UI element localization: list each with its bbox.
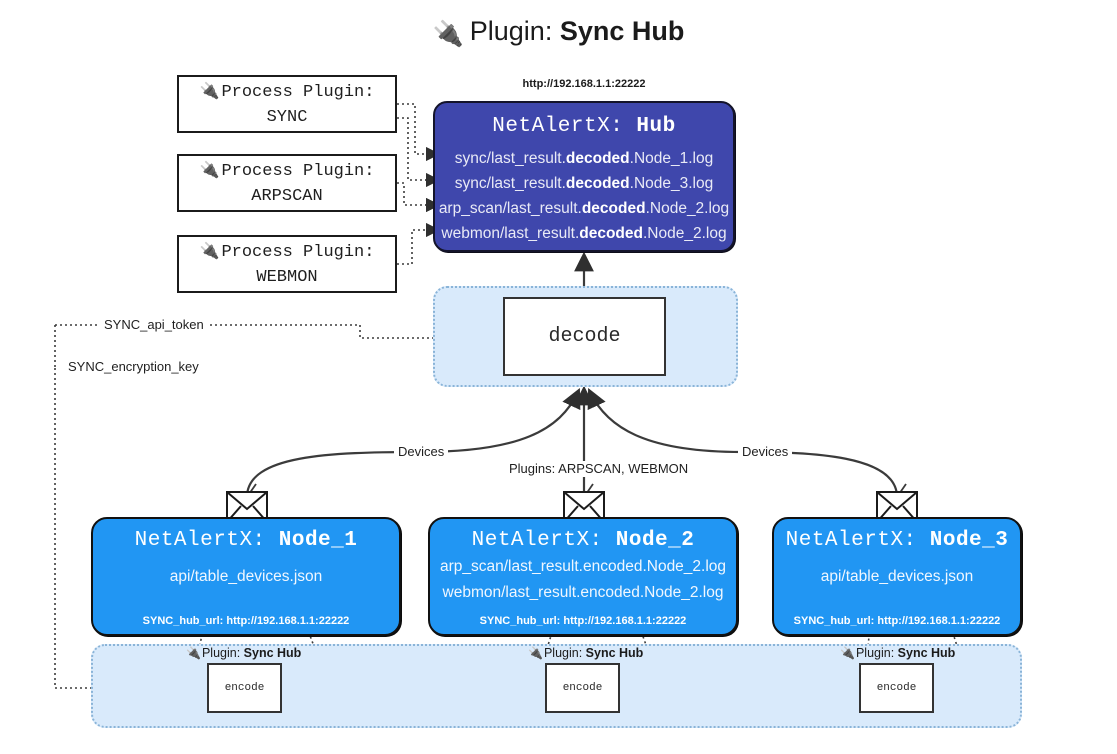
node-box-node-1[interactable]: NetAlertX: Node_1 api/table_devices.json… — [91, 517, 401, 636]
hub-log-line: webmon/last_result.decoded.Node_2.log — [441, 225, 727, 242]
hub-title: NetAlertX: Hub — [492, 115, 676, 138]
hub-log-line: arp_scan/last_result.decoded.Node_2.log — [438, 200, 730, 217]
encode-box-node-1[interactable]: encode — [207, 663, 282, 713]
edge-label-devices-left: Devices — [394, 444, 449, 460]
edge-label-devices-right: Devices — [738, 444, 793, 460]
decode-box[interactable]: decode — [503, 297, 666, 376]
edge-label-plugins-center: Plugins: ARPSCAN, WEBMON — [505, 461, 693, 477]
node-box-node-3[interactable]: NetAlertX: Node_3 api/table_devices.json… — [772, 517, 1022, 636]
hub-log-line: sync/last_result.decoded.Node_1.log — [454, 150, 714, 167]
secret-label-api-token: SYNC_api_token — [100, 317, 208, 333]
process-plugin-label: Process Plugin: — [221, 243, 375, 262]
plug-icon: 🔌 — [528, 646, 543, 660]
encoder-caption: 🔌Plugin: Sync Hub — [840, 646, 956, 660]
encoder-caption: 🔌Plugin: Sync Hub — [528, 646, 644, 660]
plug-icon: 🔌 — [432, 20, 464, 48]
process-plugin-name: SYNC — [266, 108, 308, 127]
process-plugin-name: ARPSCAN — [251, 187, 323, 206]
page-title-prefix: Plugin: — [469, 16, 560, 46]
node-footer: SYNC_hub_url: http://192.168.1.1:22222 — [793, 615, 1001, 627]
plug-icon: 🔌 — [186, 646, 201, 660]
hub-box[interactable]: NetAlertX: Hub sync/last_result.decoded.… — [433, 101, 735, 252]
plug-icon: 🔌 — [199, 241, 220, 260]
encoder-caption: 🔌Plugin: Sync Hub — [186, 646, 302, 660]
process-plugin-arpscan[interactable]: 🔌Process Plugin: ARPSCAN — [177, 154, 397, 212]
page-title-name: Sync Hub — [559, 16, 685, 46]
hub-url-label: http://192.168.1.1:22222 — [522, 78, 646, 90]
encode-label: encode — [562, 682, 603, 694]
node-box-node-2[interactable]: NetAlertX: Node_2 arp_scan/last_result.e… — [428, 517, 738, 636]
encode-box-node-3[interactable]: encode — [859, 663, 934, 713]
hub-log-line: sync/last_result.decoded.Node_3.log — [454, 175, 714, 192]
node-line: api/table_devices.json — [169, 568, 323, 585]
node-line: webmon/last_result.encoded.Node_2.log — [442, 584, 724, 601]
node-footer: SYNC_hub_url: http://192.168.1.1:22222 — [479, 615, 687, 627]
process-plugin-webmon[interactable]: 🔌Process Plugin: WEBMON — [177, 235, 397, 293]
node-footer: SYNC_hub_url: http://192.168.1.1:22222 — [142, 615, 350, 627]
encode-label: encode — [876, 682, 917, 694]
plug-icon: 🔌 — [199, 81, 220, 100]
node-title: NetAlertX: Node_2 — [471, 529, 695, 552]
process-plugin-name: WEBMON — [256, 268, 318, 287]
encode-box-node-2[interactable]: encode — [545, 663, 620, 713]
node-line: api/table_devices.json — [820, 568, 974, 585]
decode-label: decode — [548, 325, 621, 348]
node-title: NetAlertX: Node_1 — [134, 529, 358, 552]
node-line: arp_scan/last_result.encoded.Node_2.log — [439, 558, 727, 575]
page-title: 🔌Plugin: Sync Hub — [0, 16, 1117, 48]
plug-icon: 🔌 — [199, 160, 220, 179]
process-plugin-sync[interactable]: 🔌Process Plugin: SYNC — [177, 75, 397, 133]
secret-label-encryption-key: SYNC_encryption_key — [64, 359, 203, 375]
encode-label: encode — [224, 682, 265, 694]
hub-log-list: sync/last_result.decoded.Node_1.log sync… — [435, 146, 733, 246]
process-plugin-label: Process Plugin: — [221, 83, 375, 102]
node-title: NetAlertX: Node_3 — [785, 529, 1009, 552]
plug-icon: 🔌 — [840, 646, 855, 660]
process-plugin-label: Process Plugin: — [221, 162, 375, 181]
